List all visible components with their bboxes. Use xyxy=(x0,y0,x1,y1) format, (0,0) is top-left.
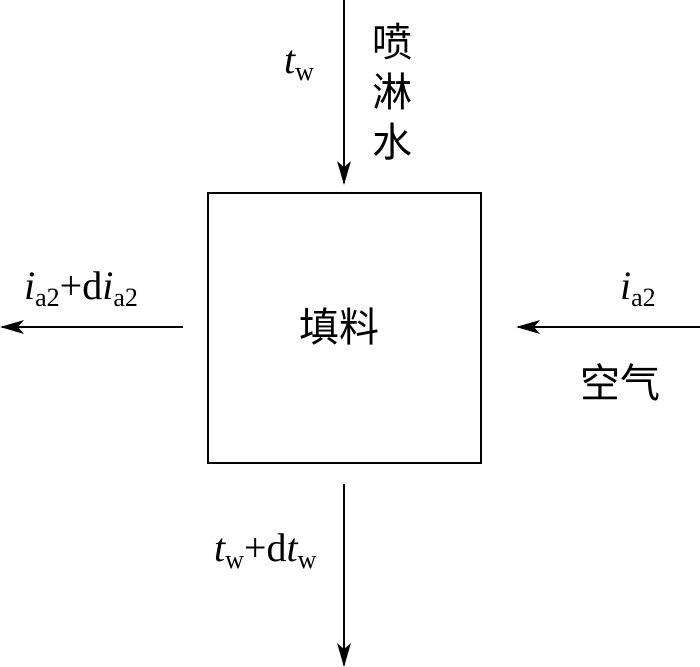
air-label: 空气 xyxy=(580,361,660,407)
packing-box xyxy=(207,192,482,464)
air-out-enthalpy-label: ia2+dia2 xyxy=(24,263,138,312)
packing-label: 填料 xyxy=(299,305,379,351)
spray-water-label: 喷 淋 水 xyxy=(372,20,412,166)
air-in-enthalpy-label: ia2 xyxy=(620,263,656,312)
water-in-temp-label: tw xyxy=(284,37,314,86)
water-out-temp-label: tw+dtw xyxy=(214,525,317,574)
